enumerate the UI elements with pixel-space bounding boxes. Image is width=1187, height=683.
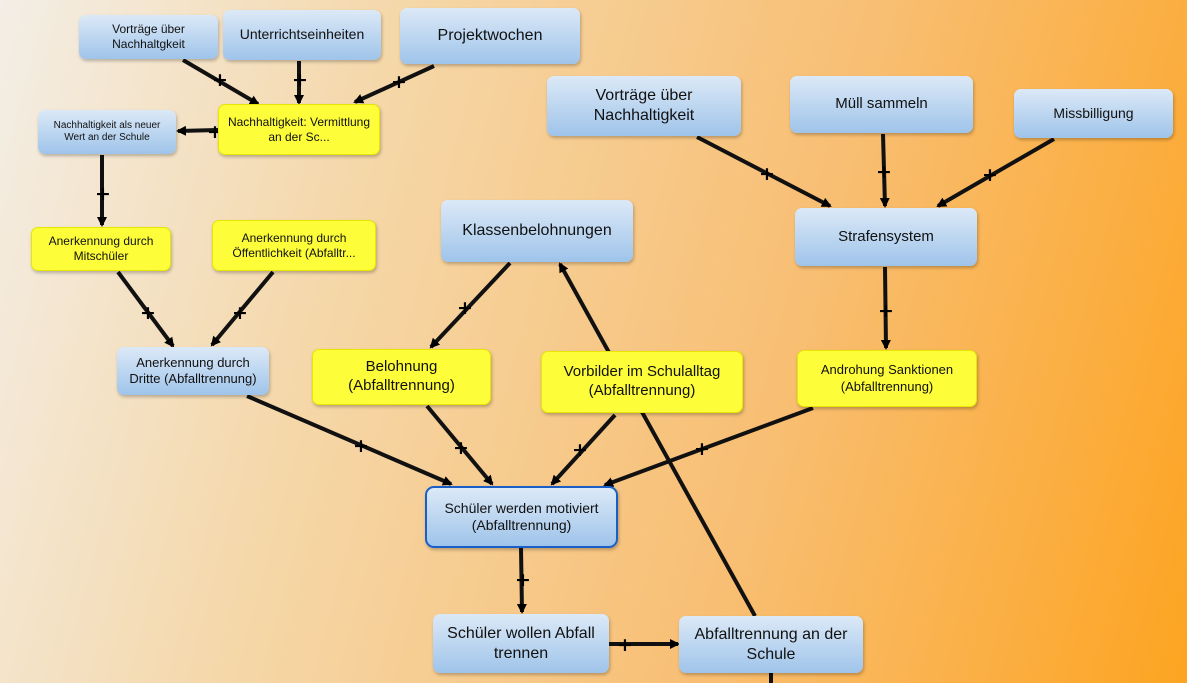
node-androhung-sanktionen[interactable]: Androhung Sanktionen (Abfalltrennung) — [797, 350, 977, 407]
edge-vortraege-vermittlung[interactable] — [181, 58, 260, 106]
edge-missbilligung-strafen[interactable] — [936, 137, 1056, 208]
edge-androhung-motiviert[interactable] — [603, 406, 814, 487]
edge-klassen-belohnung[interactable] — [429, 261, 512, 349]
edge-plus-label: + — [212, 69, 228, 91]
node-strafensystem[interactable]: Strafensystem — [795, 208, 977, 266]
edge-plus-label: + — [694, 438, 710, 460]
edge-plus-label: + — [982, 164, 998, 186]
node-klassenbelohnungen[interactable]: Klassenbelohnungen — [441, 200, 633, 262]
node-nachhaltigkeit-wert[interactable]: Nachhaltigkeit als neuer Wert an der Sch… — [38, 110, 176, 154]
edge-plus-label: + — [453, 437, 469, 459]
node-anerkennung-dritte[interactable]: Anerkennung durch Dritte (Abfalltrennung… — [117, 347, 269, 395]
edge-muell-strafen[interactable] — [879, 133, 890, 208]
node-unterrichtseinheiten[interactable]: Unterrichtseinheiten — [223, 10, 381, 60]
edge-plus-label: + — [457, 297, 473, 319]
edge-plus-label: + — [878, 300, 894, 322]
node-vermittlung[interactable]: Nachhaltigkeit: Vermittlung an der Sc... — [218, 104, 380, 155]
edge-plus-label: + — [232, 302, 248, 324]
edge-plus-label: + — [617, 634, 633, 656]
node-belohnung[interactable]: Belohnung (Abfalltrennung) — [312, 349, 491, 405]
edge-plus-label: + — [759, 163, 775, 185]
node-anerkennung-oeffentlichkeit[interactable]: Anerkennung durch Öffentlichkeit (Abfall… — [212, 220, 376, 271]
edge-plus-label: + — [876, 161, 892, 183]
node-missbilligung[interactable]: Missbilligung — [1014, 89, 1173, 138]
edge-feedback-to-klassen[interactable] — [558, 262, 757, 617]
edge-vorbilder-motiviert[interactable] — [550, 413, 617, 486]
edge-strafen-androhung[interactable] — [880, 266, 891, 350]
edge-plus-label: + — [391, 71, 407, 93]
node-muell-sammeln[interactable]: Müll sammeln — [790, 76, 973, 133]
node-abfalltrennung-schule[interactable]: Abfalltrennung an der Schule — [679, 616, 863, 673]
edge-dritte-motiviert[interactable] — [246, 394, 453, 486]
node-anerkennung-mitschueler[interactable]: Anerkennung durch Mitschüler — [31, 227, 171, 271]
edge-projektwochen-vermittlung[interactable] — [353, 64, 435, 104]
edge-vortraege2-strafen[interactable] — [696, 135, 832, 208]
edge-belohnung-motiviert[interactable] — [425, 404, 494, 486]
node-vortraege-nachhaltgkeit[interactable]: Vorträge über Nachhaltgkeit — [79, 15, 218, 59]
edge-vermittlung-wert[interactable] — [176, 125, 219, 136]
edge-mitschueler-dritte[interactable] — [116, 270, 175, 348]
node-vorbilder[interactable]: Vorbilder im Schulalltag (Abfalltrennung… — [541, 351, 743, 413]
node-schueler-motiviert[interactable]: Schüler werden motiviert (Abfalltrennung… — [425, 486, 618, 548]
node-schueler-wollen-trennen[interactable]: Schüler wollen Abfall trennen — [433, 614, 609, 673]
edge-plus-label: + — [140, 302, 156, 324]
node-vortraege-nachhaltigkeit[interactable]: Vorträge über Nachhaltigkeit — [547, 76, 741, 136]
edge-plus-label: + — [95, 183, 111, 205]
edge-plus-label: + — [515, 569, 531, 591]
edge-plus-label: + — [353, 435, 369, 457]
node-projektwochen[interactable]: Projektwochen — [400, 8, 580, 64]
edge-plus-label: + — [292, 69, 308, 91]
edge-plus-label: + — [572, 439, 588, 461]
edge-oeffentlichkeit-dritte[interactable] — [210, 270, 275, 347]
edge-motiviert-wollen[interactable] — [516, 547, 527, 614]
